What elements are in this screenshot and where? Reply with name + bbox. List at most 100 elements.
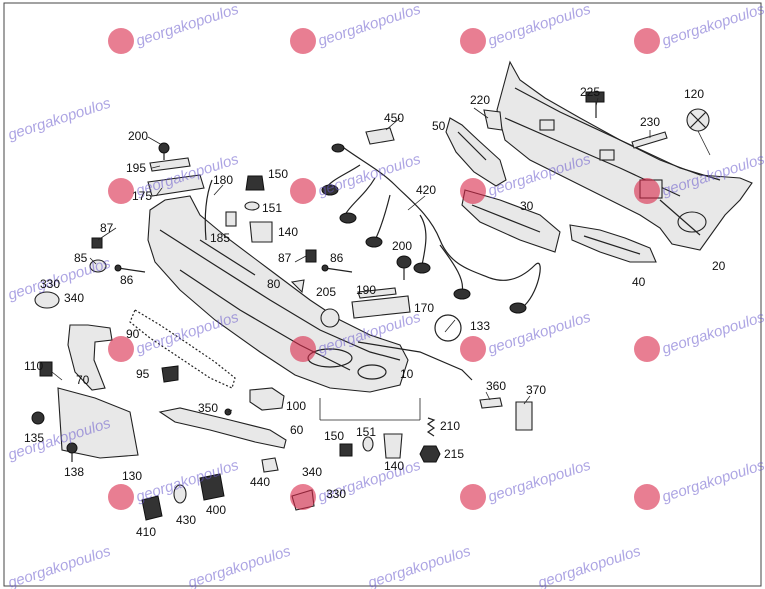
washer-151	[244, 201, 260, 211]
cap-330-left	[34, 291, 60, 309]
label-200-top: 200	[128, 129, 148, 143]
label-135: 135	[24, 431, 44, 445]
watermark-logo-15: georgakopoulos	[460, 456, 593, 510]
horn-400	[199, 473, 225, 501]
watermark-text-edge-5: georgakopoulos	[186, 542, 293, 589]
label-175: 175	[132, 189, 152, 203]
watermark-logo-12: georgakopoulos	[634, 308, 765, 362]
label-133: 133	[470, 319, 490, 333]
clip-440	[261, 457, 279, 473]
label-20: 20	[712, 259, 726, 273]
retainer-110	[39, 361, 53, 377]
label-90: 90	[126, 327, 140, 341]
watermark-text-11: georgakopoulos	[486, 308, 593, 357]
cable-360	[479, 397, 503, 409]
bracket-140-bottom	[383, 433, 403, 459]
label-410: 410	[136, 525, 156, 539]
watermark-text-edge-4: georgakopoulos	[6, 542, 113, 589]
sensor-410	[141, 495, 163, 521]
label-110: 110	[24, 359, 43, 373]
label-120: 120	[684, 87, 704, 101]
label-140-bottom: 140	[384, 459, 404, 473]
label-420: 420	[416, 183, 436, 197]
label-180: 180	[213, 173, 233, 187]
watermark-logo-1: georgakopoulos	[108, 0, 241, 54]
bracket-190	[357, 287, 397, 299]
watermark-text-edge-1: georgakopoulos	[6, 94, 113, 143]
label-50: 50	[432, 119, 446, 133]
retainer-87-right	[305, 249, 317, 263]
fog-cover-100	[249, 387, 285, 411]
screw-200-top	[158, 142, 170, 160]
label-170: 170	[414, 301, 434, 315]
watermark-logo-4: georgakopoulos	[634, 0, 765, 54]
label-130: 130	[122, 469, 142, 483]
label-10: 10	[400, 367, 414, 381]
label-60: 60	[290, 423, 304, 437]
watermark-text-1: georgakopoulos	[134, 0, 241, 49]
watermark-text-6: georgakopoulos	[316, 150, 423, 199]
label-450: 450	[384, 111, 404, 125]
label-150-top: 150	[268, 167, 288, 181]
label-200-mid: 200	[392, 239, 412, 253]
screw-135	[31, 411, 45, 425]
label-30: 30	[520, 199, 534, 213]
label-340-bottom: 340	[302, 465, 322, 479]
label-370: 370	[526, 383, 546, 397]
rear-bumper-part-30	[461, 189, 561, 253]
label-195: 195	[126, 161, 146, 175]
watermark-logo-2: georgakopoulos	[290, 0, 423, 54]
watermark-text-16: georgakopoulos	[660, 456, 765, 505]
bracket-170	[351, 295, 411, 319]
label-70: 70	[76, 373, 90, 387]
label-230: 230	[640, 115, 660, 129]
label-360: 360	[486, 379, 506, 393]
label-86-right: 86	[330, 251, 344, 265]
label-87-right: 87	[278, 251, 292, 265]
label-190: 190	[356, 283, 376, 297]
label-40: 40	[632, 275, 646, 289]
clip-95	[161, 365, 179, 383]
rear-bumper-part-40	[569, 224, 657, 263]
retainer-87-left	[91, 237, 103, 249]
label-205: 205	[316, 285, 336, 299]
sensor-450	[365, 127, 395, 145]
bracket-175	[147, 174, 205, 197]
label-95: 95	[136, 367, 150, 381]
label-185: 185	[210, 231, 230, 245]
label-330-left: 330	[40, 277, 60, 291]
label-151-top: 151	[262, 201, 282, 215]
strip-60	[158, 407, 287, 449]
label-80: 80	[267, 277, 281, 291]
watermark-logo-11: georgakopoulos	[460, 308, 593, 362]
watermark-logo-6: georgakopoulos	[290, 150, 423, 204]
spring-210	[426, 417, 436, 437]
label-86-left: 86	[120, 273, 134, 287]
label-138: 138	[64, 465, 84, 479]
watermark-text-edge-6: georgakopoulos	[366, 542, 473, 589]
label-430: 430	[176, 513, 196, 527]
label-225: 225	[580, 85, 600, 99]
front-bumper-cover-10	[147, 195, 409, 393]
watermark-logo-16: georgakopoulos	[634, 456, 765, 510]
diagram-frame	[3, 2, 762, 587]
license-plate-holder-130	[57, 387, 139, 459]
label-210: 210	[440, 419, 460, 433]
label-140-top: 140	[278, 225, 298, 239]
sensor-200	[396, 255, 412, 280]
cable-133	[357, 314, 473, 381]
label-440: 440	[250, 475, 270, 489]
wiring-harness-420	[321, 143, 541, 314]
screw-138	[66, 442, 78, 462]
label-330-bottom: 330	[326, 487, 346, 501]
washer-151-bottom	[362, 436, 374, 452]
screw-150-bottom	[339, 443, 353, 457]
bracket-205	[320, 308, 340, 328]
pin-185	[225, 211, 237, 227]
rear-bumper-part-50	[445, 117, 507, 187]
screw-86-left	[114, 264, 146, 273]
watermark-text-3: georgakopoulos	[486, 0, 593, 49]
label-400: 400	[206, 503, 226, 517]
grille-90	[129, 309, 236, 389]
